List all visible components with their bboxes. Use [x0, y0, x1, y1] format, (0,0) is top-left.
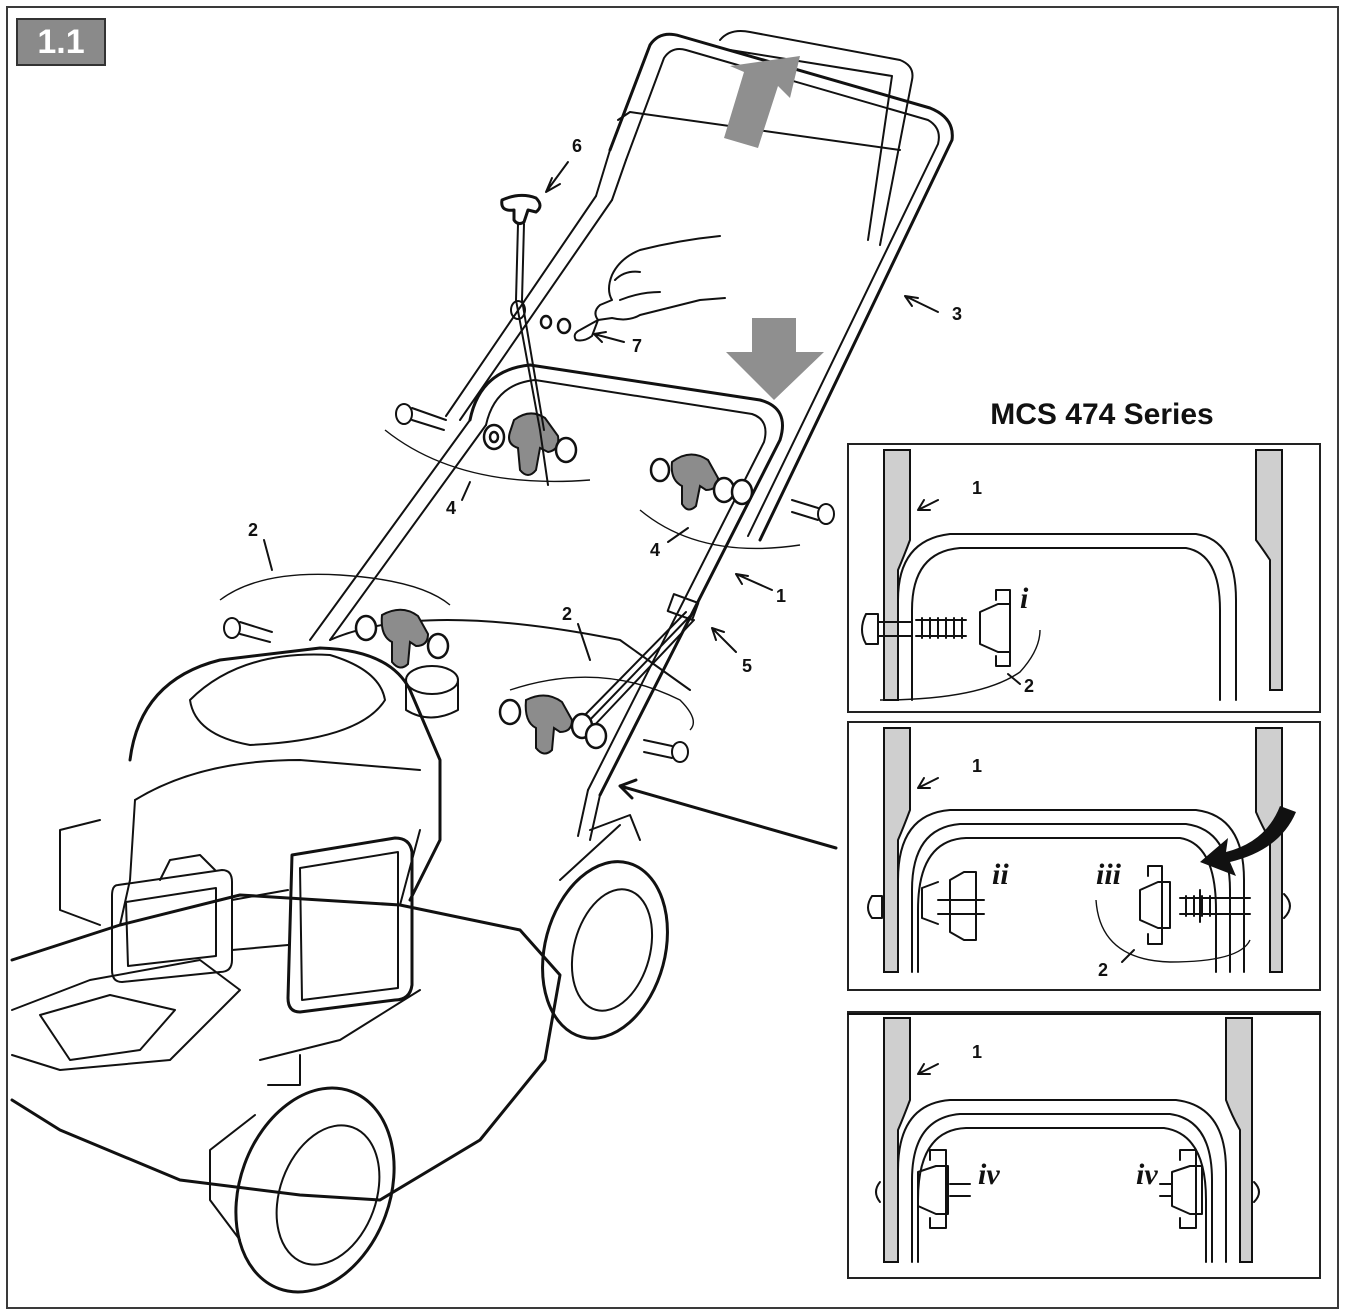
inset-panel-3	[847, 1011, 1321, 1279]
figure-frame	[6, 6, 1339, 1309]
panel2-callout-1: 1	[972, 756, 982, 776]
wheels	[209, 814, 669, 1294]
callout-6: 6	[572, 136, 582, 156]
motion-arcs	[219, 429, 801, 731]
panel1-callout-1: 1	[972, 478, 982, 498]
panel2-step-iii: iii	[1096, 858, 1122, 891]
clamping-knobs	[354, 412, 754, 755]
panel3-callout-1: 1	[972, 1042, 982, 1062]
direction-arrows	[724, 56, 824, 400]
callout-2-left: 2	[248, 520, 258, 540]
bolts	[223, 403, 835, 763]
callout-5: 5	[742, 656, 752, 676]
upper-handle	[445, 30, 954, 542]
arrow-down-icon	[726, 318, 824, 400]
main-leader-lines	[263, 161, 939, 850]
callout-4-lower: 4	[650, 540, 660, 560]
curved-arrow-icon	[1200, 806, 1296, 876]
cable-clip	[579, 593, 700, 731]
figure-number-badge: 1.1	[16, 18, 106, 66]
starter-handle-and-cord	[500, 193, 549, 486]
hand-with-wrench	[539, 235, 726, 342]
panel3-step-iv-left: iv	[978, 1158, 1000, 1191]
callout-7: 7	[632, 336, 642, 356]
panel3-step-iv-right: iv	[1136, 1158, 1158, 1191]
callout-2-right: 2	[562, 604, 572, 624]
panel1-callout-2: 2	[1024, 676, 1034, 696]
inset-panel-2	[847, 721, 1321, 991]
callout-1: 1	[776, 586, 786, 606]
panel2-step-ii: ii	[992, 858, 1009, 891]
panel1-step-i: i	[1020, 582, 1029, 615]
callout-3: 3	[952, 304, 962, 324]
callout-4-upper: 4	[446, 498, 456, 518]
inset-panel-1	[847, 443, 1321, 713]
arrow-up-icon	[724, 56, 800, 148]
inset-title: MCS 474 Series	[990, 398, 1214, 431]
mower-body	[10, 646, 562, 1202]
panel2-callout-2: 2	[1098, 960, 1108, 980]
